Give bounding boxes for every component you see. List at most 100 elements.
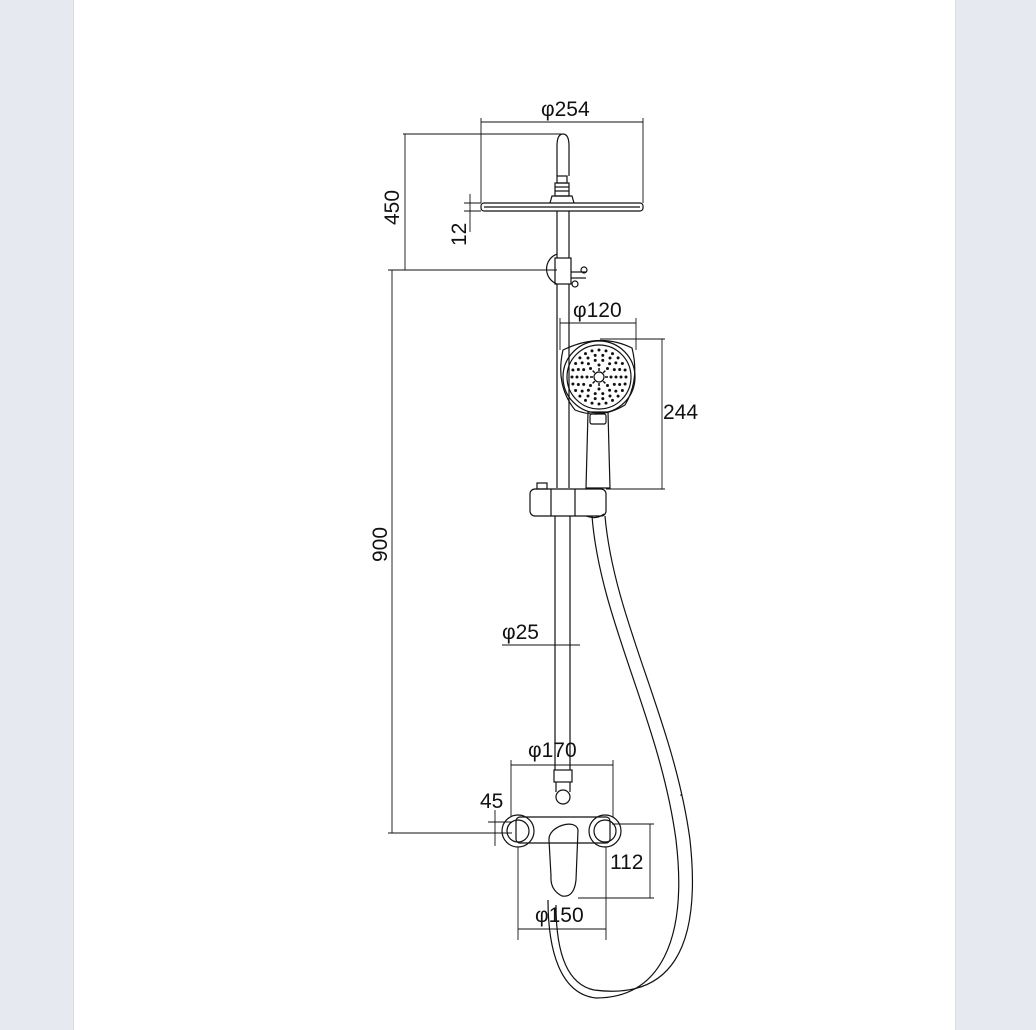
- slide-rail-pipe: [554, 284, 571, 770]
- nozzle-dot: [616, 394, 620, 398]
- nozzle-dot: [618, 383, 622, 387]
- nozzle-dot: [597, 402, 601, 406]
- nozzle-dot: [589, 367, 593, 371]
- label-head-thickness: 12: [448, 223, 471, 246]
- nozzle-dot: [620, 389, 624, 392]
- nozzle-dot: [590, 401, 594, 405]
- nozzle-dot: [616, 356, 620, 360]
- nozzle-dot: [601, 358, 605, 362]
- nozzle-dot: [578, 356, 582, 360]
- nozzle-dot: [586, 362, 590, 366]
- dimension-mixer-base: φ150: [517, 847, 607, 940]
- nozzle-dot: [619, 375, 623, 379]
- nozzle-dot: [582, 368, 586, 372]
- nozzle-dot: [574, 389, 578, 392]
- nozzle-dot: [604, 401, 608, 405]
- nozzle-dot: [571, 368, 575, 372]
- nozzle-dot: [601, 392, 605, 396]
- dimension-head-diameter: φ254: [480, 98, 644, 203]
- nozzle-dash: [592, 370, 596, 374]
- nozzle-dot: [584, 398, 587, 402]
- hand-shower: [560, 339, 636, 489]
- label-rail-height: 900: [369, 527, 392, 562]
- nozzle-dot: [580, 375, 584, 379]
- rain-shower-head: [480, 175, 644, 212]
- nozzle-dot: [580, 361, 584, 365]
- nozzle-dot: [623, 368, 627, 372]
- label-pipe-diameter: φ25: [502, 621, 539, 644]
- nozzle-dot: [580, 389, 584, 393]
- nozzle-dot: [611, 352, 614, 356]
- nozzle-dot: [612, 368, 616, 372]
- hand-shower-nozzles: [570, 348, 628, 406]
- dimension-rail-height: 900: [369, 270, 510, 834]
- stray-dot: [680, 794, 682, 796]
- shower-hose: [547, 515, 694, 999]
- dimension-handshower-length: 244: [600, 338, 698, 490]
- wall-bracket: [545, 253, 588, 288]
- mixer-valve: [501, 769, 622, 897]
- nozzle-dot: [605, 367, 609, 371]
- nozzle-dot: [575, 375, 579, 379]
- nozzle-dot: [590, 349, 594, 353]
- nozzle-dot: [614, 361, 618, 365]
- nozzle-dot: [614, 375, 618, 379]
- upper-pipe: [556, 211, 570, 258]
- nozzle-dot: [593, 397, 597, 401]
- nozzle-dot: [618, 367, 622, 371]
- label-handshower-diameter: φ120: [573, 299, 622, 322]
- nozzle-dot: [589, 383, 593, 387]
- nozzle-dash: [592, 380, 596, 384]
- dimension-pipe-diameter: φ25: [502, 621, 580, 646]
- nozzle-dot: [614, 389, 618, 393]
- nozzle-dot: [593, 358, 597, 362]
- nozzle-dot: [597, 363, 601, 367]
- label-mixer-base: φ150: [535, 904, 584, 927]
- label-top-height: 450: [381, 190, 404, 225]
- nozzle-dot: [586, 388, 590, 392]
- nozzle-dot: [585, 375, 589, 379]
- nozzle-dot: [611, 398, 614, 402]
- nozzle-dot: [601, 397, 605, 401]
- nozzle-dot: [593, 353, 597, 357]
- label-mixer-offset: 45: [480, 790, 503, 813]
- shower-arm: [556, 133, 570, 176]
- label-head-diameter: φ254: [541, 98, 590, 121]
- nozzle-dash: [602, 380, 606, 384]
- nozzle-dot: [597, 348, 601, 352]
- nozzle-dot: [586, 394, 590, 398]
- nozzle-dot: [605, 383, 609, 387]
- nozzle-dot: [612, 382, 616, 386]
- nozzle-dot: [576, 367, 580, 371]
- nozzle-dot: [597, 387, 601, 391]
- nozzle-dot: [578, 394, 582, 398]
- nozzle-dot: [608, 362, 612, 366]
- nozzle-dot: [623, 382, 627, 386]
- dimension-handshower-diameter: φ120: [559, 299, 637, 350]
- dimension-head-thickness: 12: [448, 194, 481, 246]
- nozzle-dot: [574, 362, 578, 365]
- dimension-mixer-width: φ170: [510, 739, 614, 817]
- nozzle-dot: [624, 375, 628, 379]
- dimension-mixer-offset: 45: [480, 790, 512, 846]
- document-page: [73, 0, 956, 1030]
- nozzle-dot: [609, 375, 613, 379]
- label-mixer-width: φ170: [528, 739, 577, 762]
- nozzle-dot: [571, 382, 575, 386]
- nozzle-dot: [586, 356, 590, 360]
- label-handshower-length: 244: [663, 401, 698, 424]
- dimension-top-height: 450: [381, 133, 563, 271]
- nozzle-dot: [593, 392, 597, 396]
- nozzle-dot: [620, 362, 624, 365]
- nozzle-dot: [582, 382, 586, 386]
- nozzle-dot: [576, 383, 580, 387]
- nozzle-dot: [584, 352, 587, 356]
- label-mixer-height: 112: [610, 851, 643, 874]
- nozzle-dot: [608, 394, 612, 398]
- nozzle-dot: [601, 353, 605, 357]
- nozzle-dash: [602, 370, 606, 374]
- nozzle-dot: [570, 375, 574, 379]
- slider-holder: [529, 482, 607, 519]
- nozzle-dot: [604, 349, 608, 353]
